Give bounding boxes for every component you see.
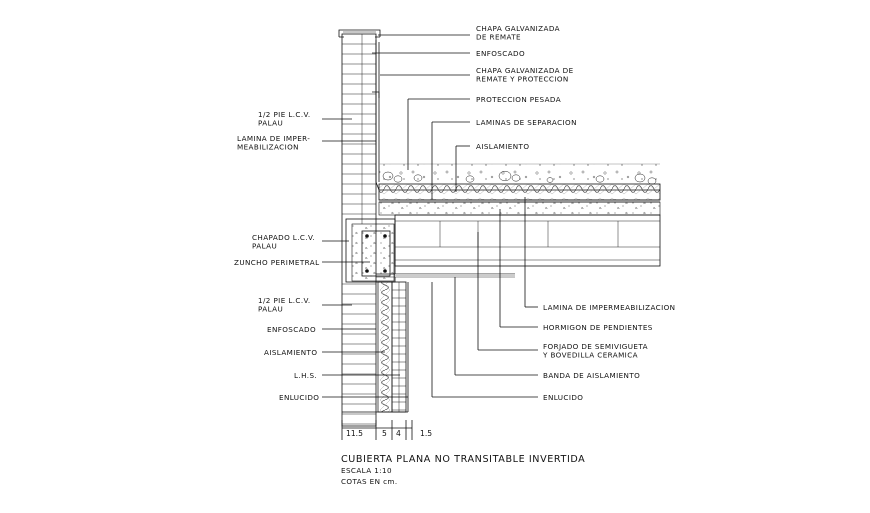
label-lhs: L.H.S.	[294, 371, 317, 380]
label-enfoscado-left: ENFOSCADO	[267, 325, 316, 334]
label-proteccion-pesada: PROTECCION PESADA	[476, 95, 561, 104]
roof-gravel-layer	[379, 163, 660, 185]
lower-wall-insulation	[377, 281, 393, 413]
drawing-title: CUBIERTA PLANA NO TRANSITABLE INVERTIDA	[341, 454, 585, 465]
label-lamina-impermeabilizacion: LAMINA DE IMPERMEABILIZACION	[543, 303, 675, 312]
labels-right: CHAPA GALVANIZADA DE REMATE ENFOSCADO CH…	[476, 24, 675, 402]
label-chapa-proteccion: CHAPA GALVANIZADA DE REMATE Y PROTECCION	[476, 66, 576, 84]
coping-flashing	[338, 29, 381, 38]
label-hormigon-pendientes: HORMIGON DE PENDIENTES	[543, 323, 653, 332]
label-pie-lcv-bottom: 1/2 PIE L.C.V. PALAU	[258, 296, 313, 314]
label-laminas-separacion: LAMINAS DE SEPARACION	[476, 118, 577, 127]
perimeter-beam	[345, 218, 396, 283]
lower-wall-plaster	[342, 282, 409, 413]
dim-label: 5	[382, 429, 387, 438]
label-lamina-imper: LAMINA DE IMPER- MEABILIZACION	[237, 134, 313, 152]
ceiling-band	[376, 273, 515, 278]
label-aislamiento: AISLAMIENTO	[476, 142, 529, 151]
slope-concrete-layer	[378, 201, 661, 216]
roof-insulation-layer	[378, 183, 661, 201]
dim-label: 1.5	[420, 429, 432, 438]
label-aislamiento-left: AISLAMIENTO	[264, 348, 317, 357]
label-zuncho: ZUNCHO PERIMETRAL	[234, 258, 319, 267]
label-banda-aislamiento: BANDA DE AISLAMIENTO	[543, 371, 640, 380]
floor-slab	[394, 214, 661, 267]
label-pie-lcv-top: 1/2 PIE L.C.V. PALAU	[258, 110, 313, 128]
labels-left: 1/2 PIE L.C.V. PALAU LAMINA DE IMPER- ME…	[234, 110, 319, 402]
drawing-scale: ESCALA 1:10	[341, 466, 392, 475]
label-chapado-lcv: CHAPADO L.C.V. PALAU	[252, 233, 318, 251]
lower-wall-hollow-brick	[391, 281, 407, 413]
separation-and-membrane	[379, 199, 660, 203]
label-enlucido-left: ENLUCIDO	[279, 393, 319, 402]
label-chapa-remate: CHAPA GALVANIZADA DE REMATE	[476, 24, 563, 42]
dim-label: 11.5	[346, 429, 363, 438]
label-forjado: FORJADO DE SEMIVIGUETA Y BOVEDILLA CERAM…	[542, 342, 651, 360]
brick-wall	[341, 33, 377, 427]
label-enlucido: ENLUCIDO	[543, 393, 583, 402]
dim-label: 4	[396, 429, 401, 438]
label-enfoscado: ENFOSCADO	[476, 49, 525, 58]
title-block: CUBIERTA PLANA NO TRANSITABLE INVERTIDA …	[341, 454, 585, 486]
dimension-line: 11.5 5 4 1.5	[341, 420, 432, 440]
drawing-units: COTAS EN cm.	[341, 477, 398, 486]
leader-lines	[322, 34, 538, 398]
